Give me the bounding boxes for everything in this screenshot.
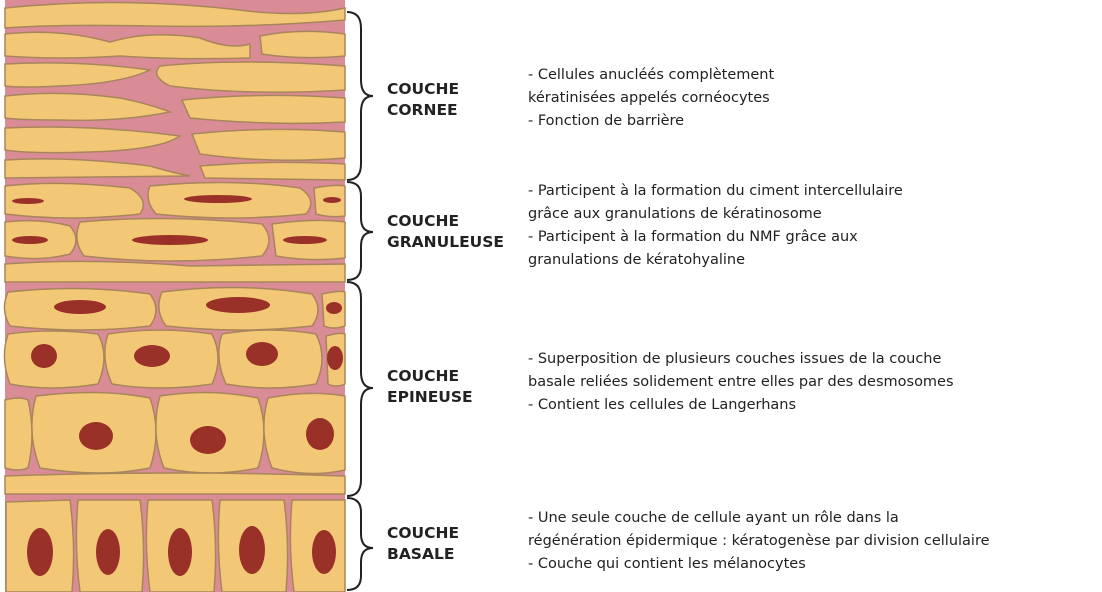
- bracket-basale: [347, 498, 373, 590]
- granular-cell: [5, 261, 345, 282]
- bracket-epineuse: [347, 282, 373, 496]
- stratum-granulosum-cells: [5, 182, 345, 282]
- description-line: - Couche qui contient les mélanocytes: [528, 553, 990, 576]
- description-line: grâce aux granulations de kératinosome: [528, 203, 903, 226]
- spinous-cell: [5, 398, 32, 470]
- layer-title-granuleuse: COUCHE GRANULEUSE: [387, 211, 504, 253]
- description-line: basale reliées solidement entre elles pa…: [528, 371, 954, 394]
- bracket-granuleuse: [347, 182, 373, 280]
- description-line: régénération épidermique : kératogenèse …: [528, 530, 990, 553]
- corneocyte: [200, 162, 345, 180]
- description-line: - Participent à la formation du NMF grâc…: [528, 226, 903, 249]
- description-line: - Participent à la formation du ciment i…: [528, 180, 903, 203]
- description-line: - Contient les cellules de Langerhans: [528, 394, 954, 417]
- description-line: - Fonction de barrière: [528, 110, 774, 133]
- layer-description-cornee: - Cellules anucléés complètement kératin…: [528, 64, 774, 133]
- corneocyte: [192, 129, 345, 160]
- corneocyte: [157, 62, 345, 92]
- description-line: - Une seule couche de cellule ayant un r…: [528, 507, 990, 530]
- bracket-cornee: [347, 12, 373, 180]
- layer-title-epineuse: COUCHE EPINEUSE: [387, 366, 473, 408]
- layer-description-granuleuse: - Participent à la formation du ciment i…: [528, 180, 903, 272]
- layer-brackets: [347, 12, 373, 590]
- description-line: granulations de kératohyaline: [528, 249, 903, 272]
- layer-description-basale: - Une seule couche de cellule ayant un r…: [528, 507, 990, 576]
- corneocyte: [182, 95, 345, 123]
- description-line: - Superposition de plusieurs couches iss…: [528, 348, 954, 371]
- layer-description-epineuse: - Superposition de plusieurs couches iss…: [528, 348, 954, 417]
- corneocyte: [260, 31, 345, 57]
- description-line: - Cellules anucléés complètement: [528, 64, 774, 87]
- description-line: kératinisées appelés cornéocytes: [528, 87, 774, 110]
- layer-title-basale: COUCHE BASALE: [387, 523, 459, 565]
- spinous-cell: [5, 473, 345, 494]
- layer-title-cornee: COUCHE CORNEE: [387, 79, 459, 121]
